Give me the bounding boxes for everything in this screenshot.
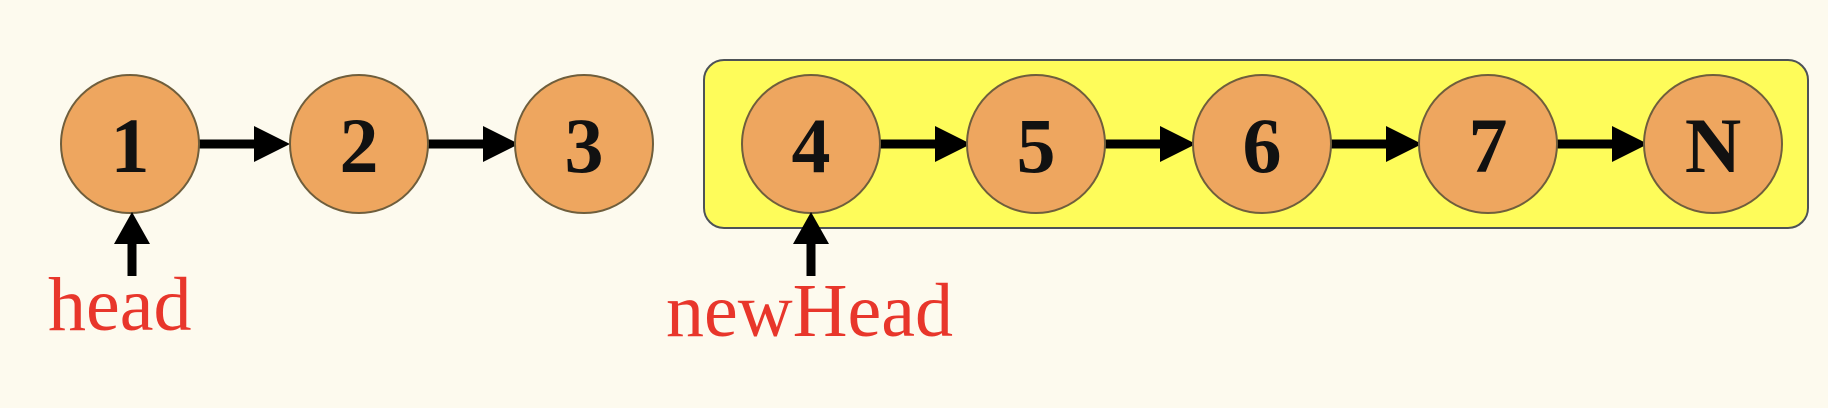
node-label: 5	[1017, 102, 1056, 189]
arrowhead-icon	[1160, 126, 1196, 162]
list-node-n: N	[1643, 74, 1783, 214]
arrowhead-icon	[1612, 126, 1648, 162]
new-head-pointer: newHead	[666, 212, 953, 353]
up-arrowhead-icon	[793, 212, 829, 244]
list-node-3: 3	[514, 74, 654, 214]
link-6-7	[1331, 126, 1422, 162]
node-label: 3	[565, 102, 604, 189]
arrowhead-icon	[254, 126, 290, 162]
node-circle	[1418, 74, 1558, 214]
list-node-7: 7	[1418, 74, 1558, 214]
link-7-n	[1557, 126, 1648, 162]
node-circle	[514, 74, 654, 214]
arrowhead-icon	[483, 126, 519, 162]
node-circle	[1192, 74, 1332, 214]
head-label: head	[48, 263, 191, 347]
node-label: N	[1685, 102, 1741, 189]
link-2-3	[428, 126, 519, 162]
node-label: 2	[340, 102, 379, 189]
node-label: 6	[1243, 102, 1282, 189]
list-node-4: 4	[741, 74, 881, 214]
list-node-2: 2	[289, 74, 429, 214]
link-1-2	[199, 126, 290, 162]
node-circle	[1643, 74, 1783, 214]
list-node-5: 5	[966, 74, 1106, 214]
node-circle	[289, 74, 429, 214]
link-5-6	[1105, 126, 1196, 162]
link-4-5	[880, 126, 971, 162]
node-circle	[60, 74, 200, 214]
list-node-1: 1	[60, 74, 200, 214]
node-label: 1	[111, 102, 150, 189]
node-circle	[966, 74, 1106, 214]
arrowhead-icon	[1386, 126, 1422, 162]
new-head-label: newHead	[666, 269, 953, 353]
list-node-6: 6	[1192, 74, 1332, 214]
up-arrowhead-icon	[114, 212, 150, 244]
node-label: 7	[1469, 102, 1508, 189]
node-label: 4	[792, 102, 831, 189]
head-pointer: head	[48, 212, 191, 347]
arrowhead-icon	[935, 126, 971, 162]
